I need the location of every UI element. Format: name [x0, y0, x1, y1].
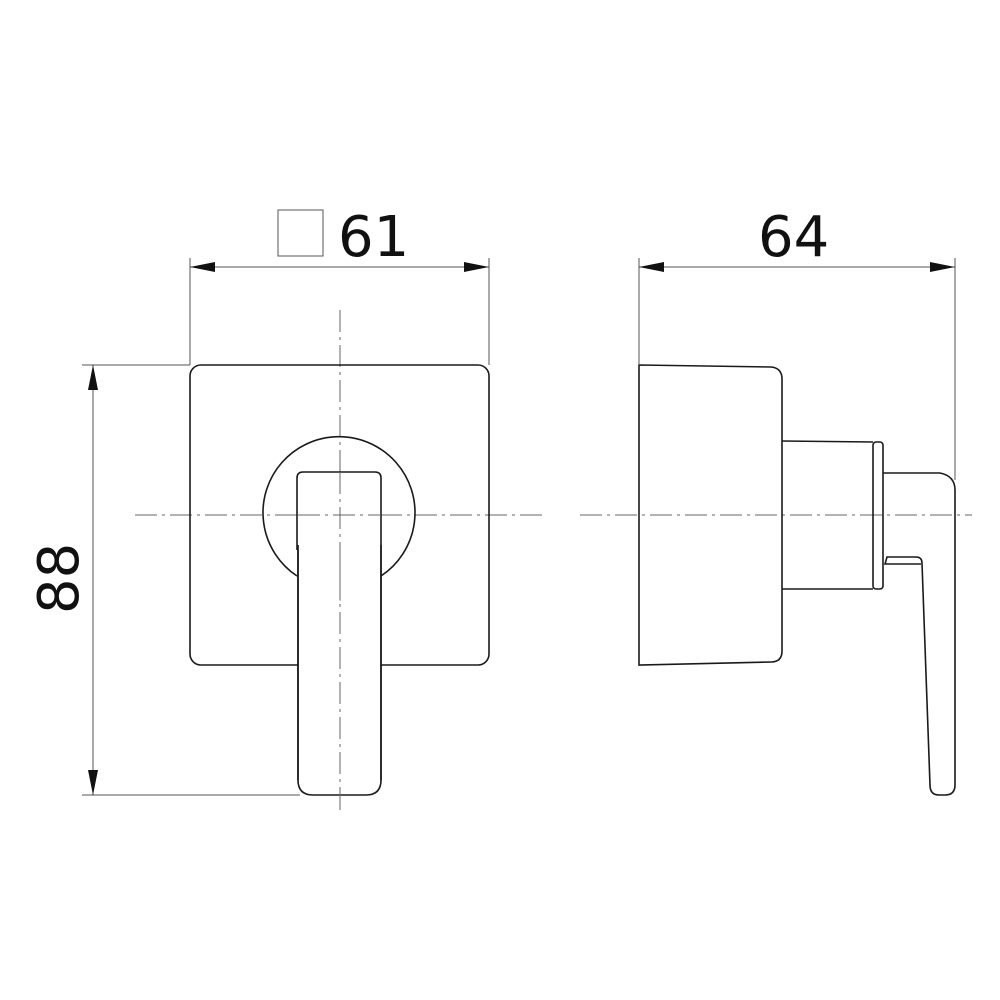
arrow-icon	[464, 262, 489, 272]
square-icon	[277, 209, 324, 257]
side-flange	[872, 441, 884, 590]
side-neck	[781, 440, 874, 590]
side-view	[638, 364, 956, 796]
front-view	[189, 364, 490, 810]
dimension-width: 61	[189, 205, 490, 365]
dimension-depth-label: 64	[758, 205, 829, 270]
arrow-icon	[639, 262, 664, 272]
arrow-icon	[88, 770, 98, 795]
front-handle-lever	[297, 550, 382, 796]
side-handle-lever	[883, 472, 956, 796]
dimension-width-label: 61	[338, 205, 409, 270]
arrow-icon	[190, 262, 215, 272]
dimension-height-label: 88	[27, 543, 92, 614]
arrow-icon	[88, 365, 98, 390]
front-handle-top	[296, 471, 382, 550]
front-escutcheon-circle	[262, 435, 416, 577]
side-body	[638, 364, 783, 666]
dimension-depth: 64	[638, 205, 956, 480]
arrow-icon	[930, 262, 955, 272]
dimension-height: 88	[27, 364, 300, 796]
